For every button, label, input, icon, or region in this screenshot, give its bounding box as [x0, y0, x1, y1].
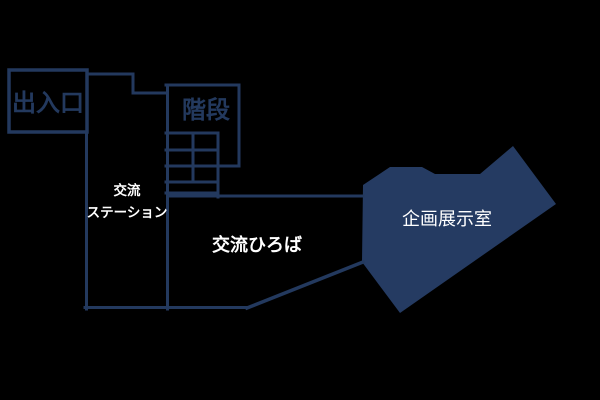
light-labels-group: 交流 ステーション 交流ひろば 企画展示室: [87, 182, 492, 255]
station-label-line2: ステーション: [87, 205, 168, 220]
entrance-room-outline: [7, 68, 89, 134]
plaza-label: 交流ひろば: [212, 234, 302, 255]
top-wall: [86, 72, 168, 95]
entrance-label: 出入口: [12, 90, 84, 117]
exhibition-room-shape: [362, 146, 556, 313]
stairs-label: 階段: [182, 96, 230, 124]
plaza-angled-wall: [244, 259, 366, 311]
exhibition-label: 企画展示室: [402, 209, 492, 229]
dark-labels-group: 出入口 階段: [12, 90, 230, 124]
walls-group: [7, 68, 366, 311]
station-label-line1: 交流: [114, 182, 141, 198]
stairs-grid: [164, 131, 220, 195]
stairs-room-outline: [164, 83, 241, 199]
